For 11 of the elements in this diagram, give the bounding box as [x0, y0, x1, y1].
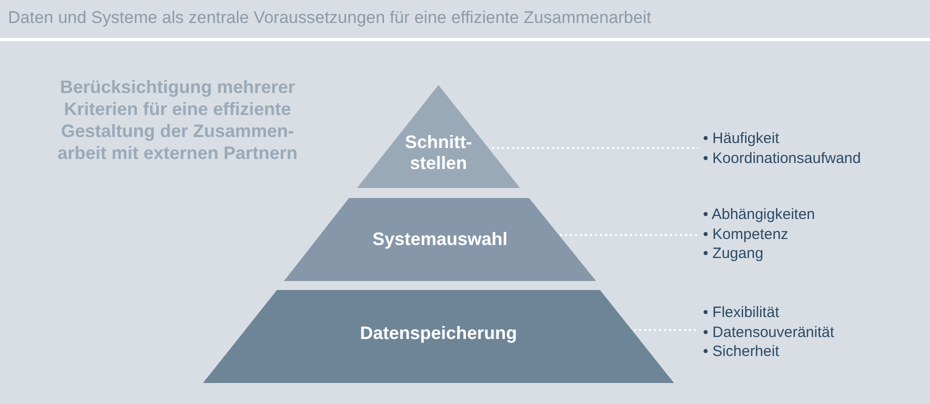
leader-line: [560, 234, 698, 236]
pyramid-tier: Datenspeicherung: [203, 290, 674, 383]
side-note: Berücksichtigung mehrerer Kriterien für eine effiziente Gestaltung der Zusammen- arbeit mit externen Partnern: [56, 76, 299, 164]
bullet-list: • Häufigkeit • Koordinationsaufwand: [703, 129, 861, 168]
bullet-list: • Flexibilität • Datensouveränität • Sicherheit: [703, 303, 834, 362]
title: Daten und Systeme als zentrale Voraussetzungen für eine effiziente Zusammenarbeit: [8, 8, 652, 28]
pyramid-tier: Schnitt- stellen: [357, 85, 520, 188]
leader-line: [634, 329, 698, 331]
pyramid-tier: Systemauswahl: [284, 198, 596, 281]
leader-line: [492, 147, 698, 149]
bullet-list: • Abhängigkeiten • Kompetenz • Zugang: [703, 205, 816, 264]
